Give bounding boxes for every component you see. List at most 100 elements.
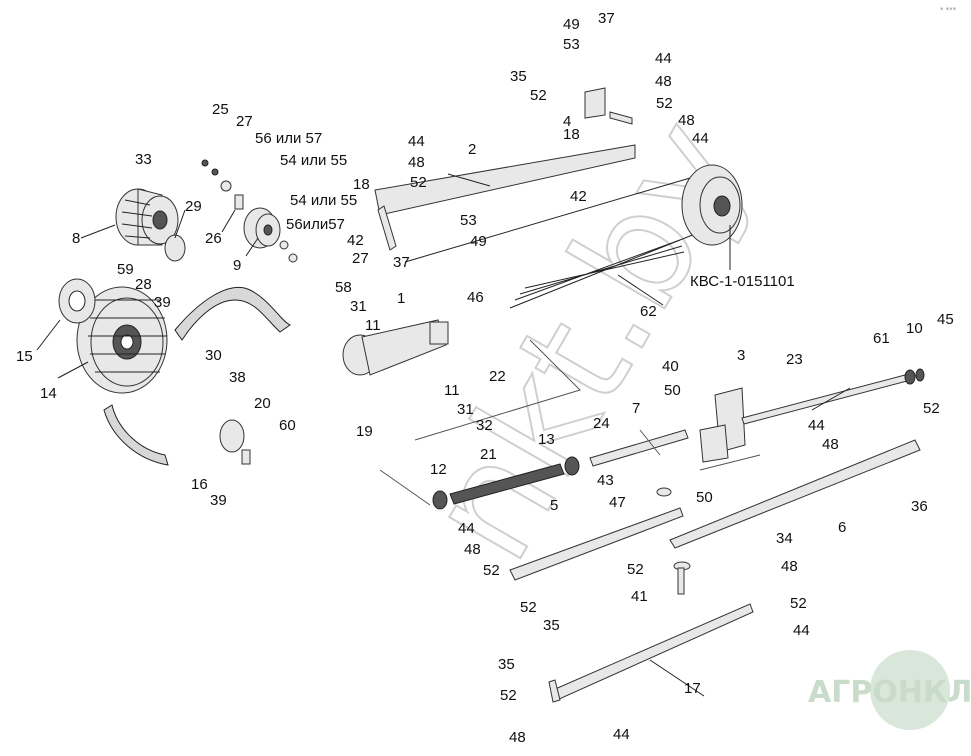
assembly-code: КВС-1-0151101 (690, 273, 795, 290)
part-label: 11 (365, 317, 381, 334)
part-label: 5 (550, 497, 558, 514)
part-label: 35 (543, 617, 560, 634)
part-label: 34 (776, 530, 793, 547)
assembly-lines (379, 339, 761, 506)
part-label: 59 (117, 261, 134, 278)
part-label: 50 (696, 489, 713, 506)
part-label: 45 (937, 311, 954, 328)
part-label: 1 (397, 290, 405, 307)
nut-drawing (201, 159, 209, 167)
part-label: 7 (632, 400, 640, 417)
pulley-14-drawing (76, 286, 168, 394)
logo-text: АГРОНКЛ (808, 675, 971, 710)
part-label: 30 (205, 347, 222, 364)
part-label: 56 или 57 (255, 130, 322, 147)
bushing-26-drawing (234, 194, 244, 210)
plate-2-bracket (377, 205, 397, 251)
part-label: 44 (655, 50, 672, 67)
agronkl-logo: АГРОНКЛ (808, 650, 971, 730)
part-label: 13 (538, 431, 555, 448)
washer-drawing-2 (288, 253, 298, 263)
part-label: 21 (480, 446, 497, 463)
pulley-9-drawing (243, 207, 281, 249)
part-label: 48 (678, 112, 695, 129)
spring-21-drawing (432, 456, 580, 510)
belt-left-drawing (174, 286, 291, 341)
part-label: 25 (212, 101, 229, 118)
part-label: 50 (664, 382, 681, 399)
part-label: 52 (410, 174, 427, 191)
washer-drawing (279, 240, 289, 250)
bolt-41-drawing (677, 567, 685, 595)
part-label: 52 (627, 561, 644, 578)
part-label: 27 (236, 113, 253, 130)
part-label: 10 (906, 320, 923, 337)
part-label: 18 (563, 126, 580, 143)
part-label: 31 (350, 298, 367, 315)
part-label: 22 (489, 368, 506, 385)
part-label: 48 (781, 558, 798, 575)
part-label: 16 (191, 476, 208, 493)
bracket-18-drawing (609, 111, 633, 125)
flange-15-drawing (58, 278, 96, 324)
part-label: 27 (352, 250, 369, 267)
part-label: 14 (40, 385, 57, 402)
part-label: 54 или 55 (290, 192, 357, 209)
part-label: 43 (597, 472, 614, 489)
part-label: 44 (613, 726, 630, 743)
belt-lower-drawing (103, 404, 169, 466)
part-label: 61 (873, 330, 890, 347)
part-label: 33 (135, 151, 152, 168)
part-label: 37 (598, 10, 615, 27)
part-label: 44 (458, 520, 475, 537)
bracket-3-drawing (699, 387, 746, 463)
part-label: 37 (393, 254, 410, 271)
part-label: 20 (254, 395, 271, 412)
hub-29-drawing (164, 234, 186, 262)
part-label: 9 (233, 257, 241, 274)
part-label: 38 (229, 369, 246, 386)
part-label: 52 (530, 87, 547, 104)
part-label: 11 (444, 382, 460, 399)
part-label: 60 (279, 417, 296, 434)
part-label: 35 (510, 68, 527, 85)
nut-drawing-2 (211, 168, 219, 176)
part-label: 24 (593, 415, 610, 432)
part-label: 41 (631, 588, 648, 605)
corner-mark: * *** (940, 6, 957, 14)
part-label: 23 (786, 351, 803, 368)
part-label: 4 (563, 113, 571, 130)
part-label: 49 (563, 16, 580, 33)
part-label: 56или57 (286, 216, 345, 233)
part-label: 52 (520, 599, 537, 616)
part-label: 53 (460, 212, 477, 229)
part-label: 39 (154, 294, 171, 311)
part-label: 49 (470, 233, 487, 250)
part-label: 40 (662, 358, 679, 375)
part-label: 35 (498, 656, 515, 673)
part-label: 29 (185, 198, 202, 215)
part-label: 3 (737, 347, 745, 364)
part-label: 52 (923, 400, 940, 417)
plate-2-drawing (374, 144, 636, 216)
part-label: 48 (464, 541, 481, 558)
part-label: 54 или 55 (280, 152, 347, 169)
part-label: 2 (468, 141, 476, 158)
part-labels: 3749533552418444852484424244485218534942… (16, 10, 954, 746)
part-label: 28 (135, 276, 152, 293)
part-label: 42 (570, 188, 587, 205)
part-label: 36 (911, 498, 928, 515)
part-label: 19 (356, 423, 373, 440)
part-label: 52 (790, 595, 807, 612)
part-label: 26 (205, 230, 222, 247)
scraper-6-drawing (669, 439, 921, 549)
part-label: 6 (838, 519, 846, 536)
scraper-17-drawing (552, 603, 754, 701)
part-label: 44 (793, 622, 810, 639)
scraper-5-drawing (509, 507, 684, 581)
hub-20-drawing (219, 419, 251, 465)
part-label: 8 (72, 230, 80, 247)
part-label: 46 (467, 289, 484, 306)
